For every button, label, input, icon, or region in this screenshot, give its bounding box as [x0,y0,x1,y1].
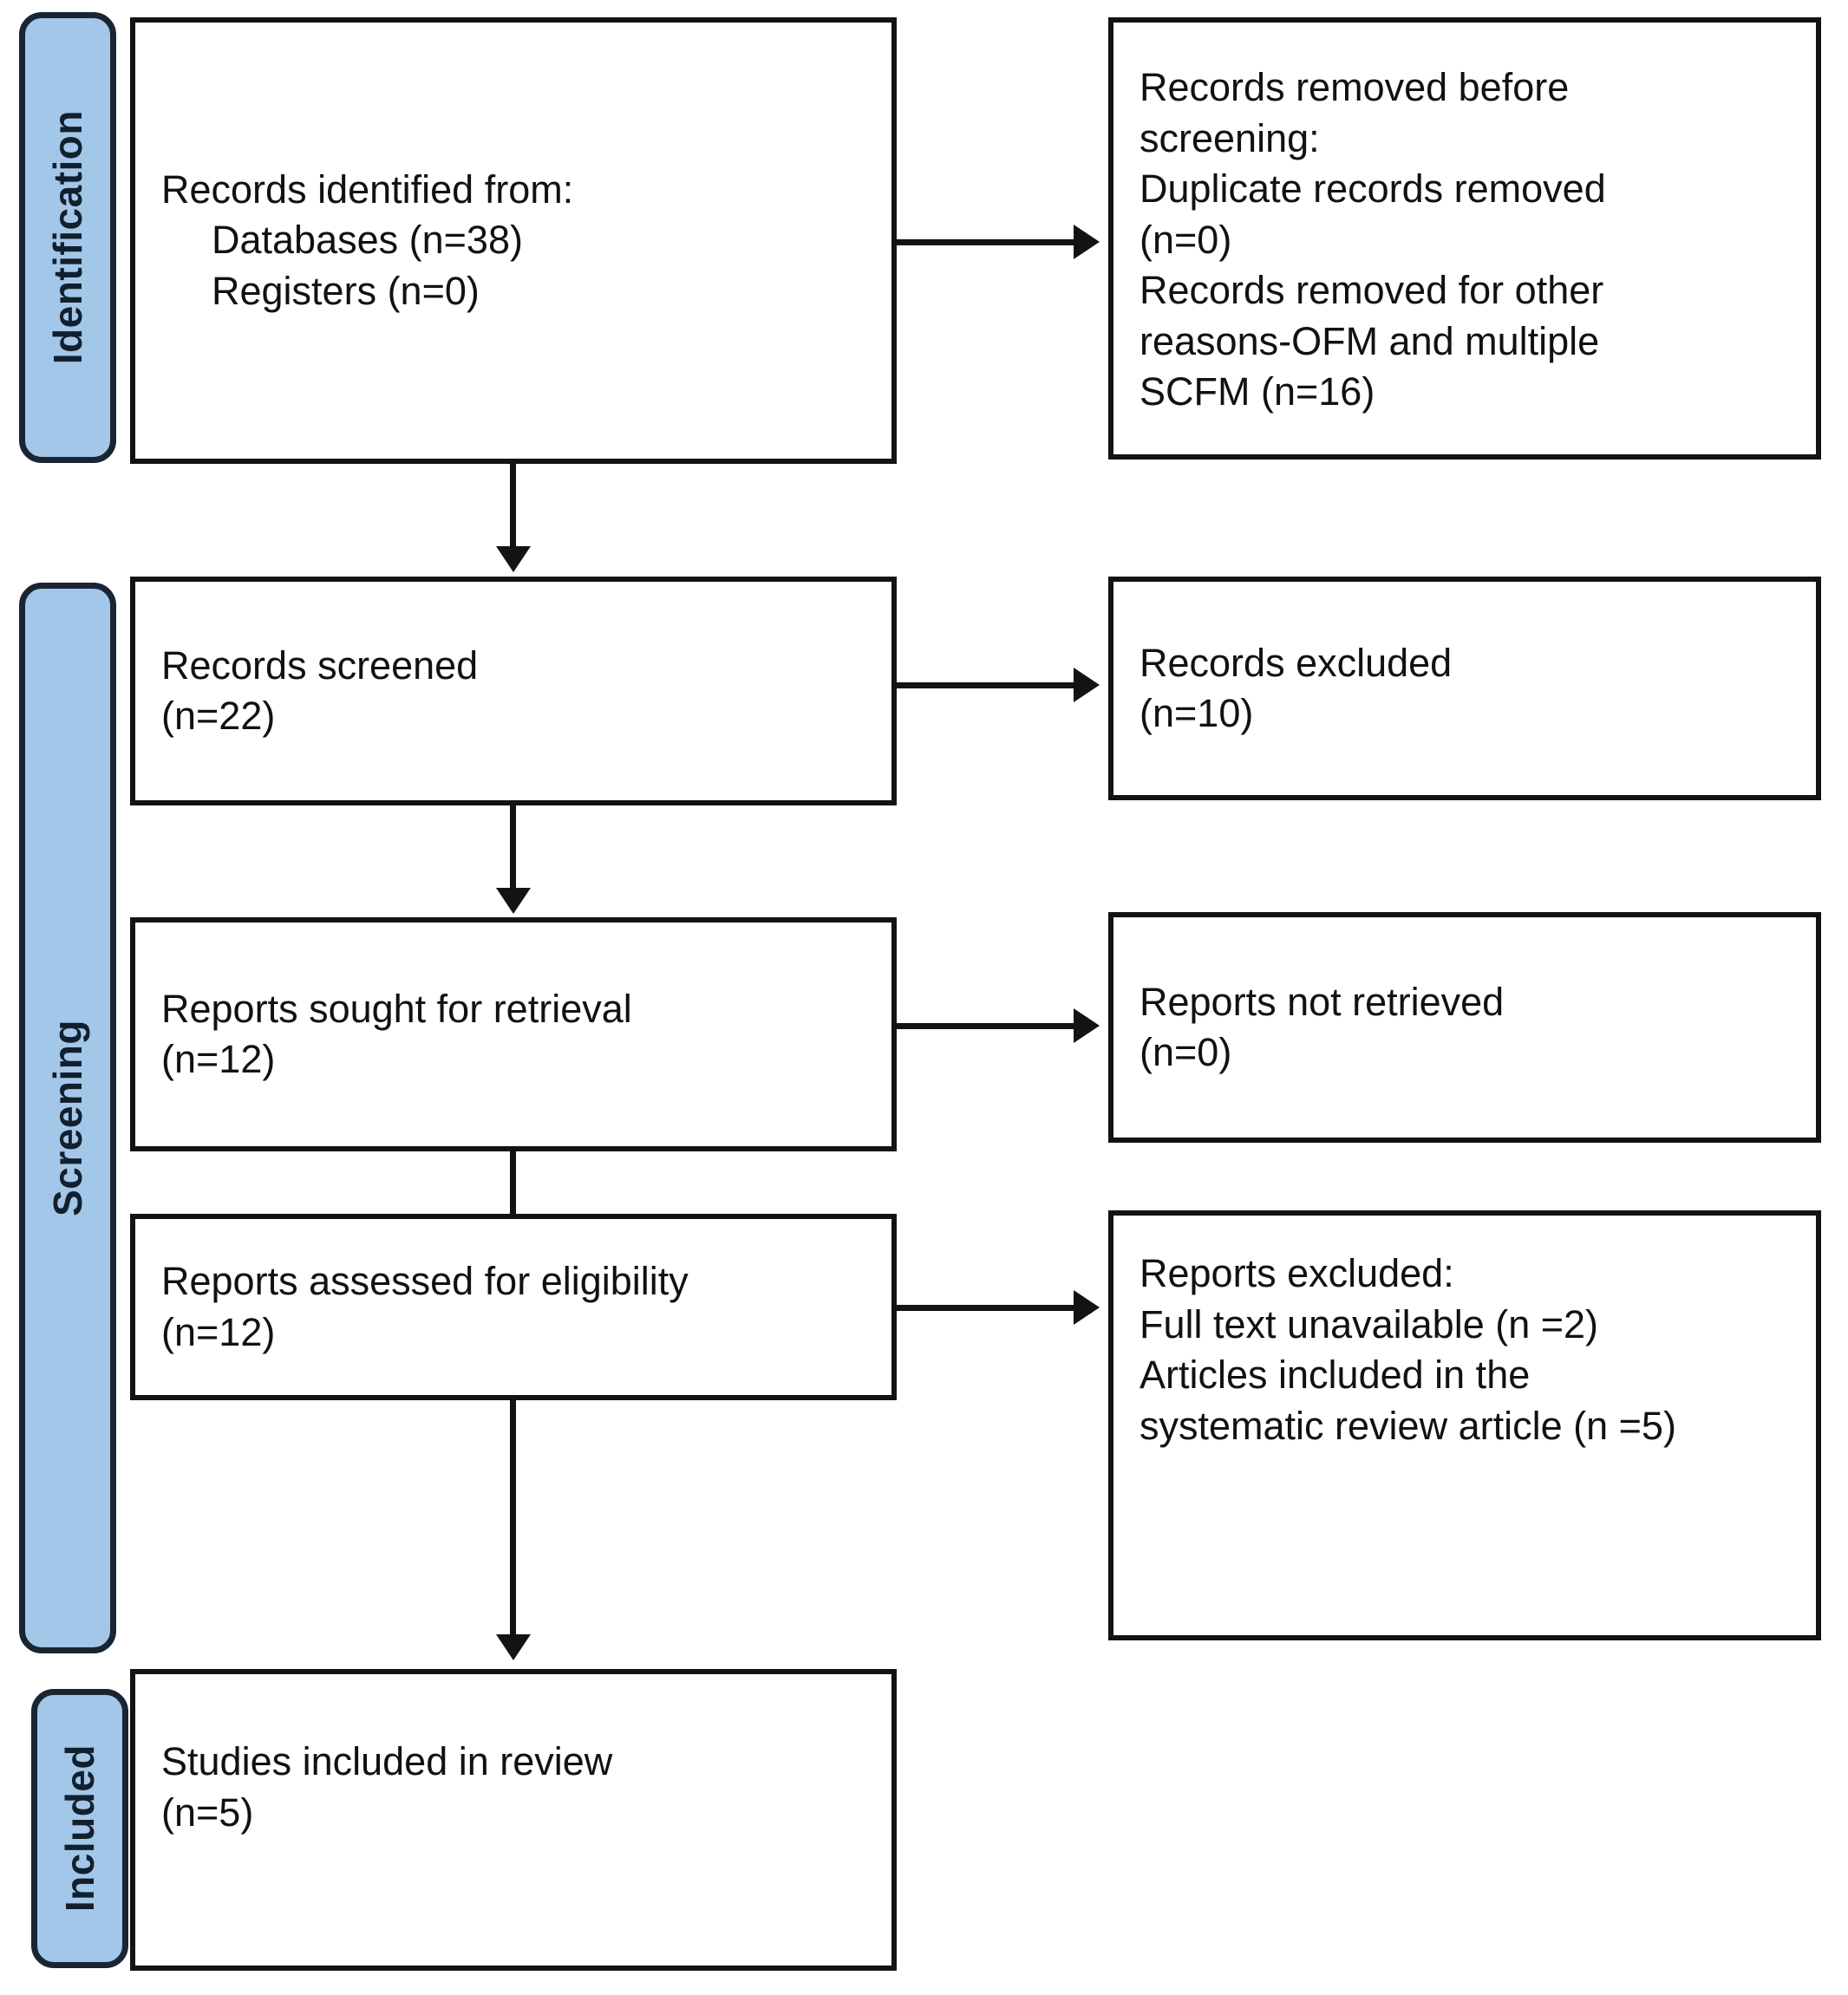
arrowhead-assessed-to-studies-included [496,1634,531,1660]
stage-band-identification: Identification [19,12,116,463]
records-excluded-line-2: (n=10) [1139,691,1254,735]
arrowhead-identified-to-removed [1074,225,1100,259]
reports-excluded-line-2: Full text unavailable (n =2) [1139,1301,1599,1346]
reports-not-retrieved-line-2: (n=0) [1139,1030,1232,1074]
reports-assessed-line-1: Reports assessed for eligibility [161,1259,689,1303]
box-reports-not-retrieved: Reports not retrieved (n=0) [1108,912,1821,1143]
arrowhead-sought-to-not-retrieved [1074,1008,1100,1043]
records-identified-line-1: Records identified from: [161,166,574,212]
stage-band-included-label: Included [57,1744,102,1913]
reports-excluded-line-1: Reports excluded: [1139,1251,1454,1295]
records-removed-line-7: SCFM (n=16) [1139,369,1375,414]
studies-included-line-2: (n=5) [161,1790,254,1835]
connector-screened-to-excluded [897,682,1074,688]
arrowhead-screened-to-excluded [1074,668,1100,702]
stage-band-screening-label: Screening [45,1020,90,1216]
box-studies-included-in-review: Studies included in review (n=5) [130,1669,897,1971]
box-records-excluded: Records excluded (n=10) [1108,577,1821,800]
box-reports-sought-for-retrieval: Reports sought for retrieval (n=12) [130,917,897,1151]
box-records-screened: Records screened (n=22) [130,577,897,805]
records-removed-line-3: Duplicate records removed [1139,166,1606,211]
connector-screened-to-sought [510,805,516,892]
records-excluded-line-1: Records excluded [1139,640,1453,685]
records-removed-line-1-emphasis: before [1458,65,1570,109]
stage-band-identification-label: Identification [45,110,90,365]
studies-included-line-1: Studies included in review [161,1739,613,1783]
records-removed-line-1-text: Records removed [1139,65,1459,109]
records-identified-line-3: Registers (n=0) [212,268,480,313]
reports-excluded-line-4: systematic review article (n =5) [1139,1403,1676,1448]
connector-identified-to-screened [510,464,516,551]
box-records-removed-before-screening: Records removed before screening: Duplic… [1108,17,1821,460]
reports-excluded-line-3: Articles included in the [1139,1353,1531,1397]
stage-band-included: Included [31,1689,128,1968]
records-removed-line-1: Records removed before [1139,62,1790,114]
connector-sought-to-not-retrieved [897,1023,1074,1029]
records-identified-line-2: Databases (n=38) [212,218,523,263]
reports-not-retrieved-line-1: Reports not retrieved [1139,979,1505,1024]
box-records-identified: Records identified from: Databases (n=38… [130,17,897,464]
connector-identified-to-removed [897,239,1074,245]
arrowhead-assessed-to-reports-excluded [1074,1290,1100,1325]
records-removed-line-4: (n=0) [1139,217,1232,262]
reports-sought-line-1: Reports sought for retrieval [161,986,632,1031]
records-removed-line-2: screening: [1139,114,1790,165]
reports-assessed-line-2: (n=12) [161,1309,276,1354]
connector-assessed-to-studies-included [510,1400,516,1639]
reports-sought-line-2: (n=12) [161,1037,276,1081]
records-screened-line-2: (n=22) [161,694,276,738]
stage-band-screening: Screening [19,583,116,1653]
arrowhead-screened-to-sought [496,888,531,914]
records-removed-line-5: Records removed for other [1139,268,1604,312]
records-screened-line-1: Records screened [161,642,479,688]
records-removed-line-2-emphasis: screening [1139,115,1309,160]
records-removed-line-2-colon: : [1309,115,1320,160]
records-removed-line-6: reasons-OFM and multiple [1139,318,1600,363]
connector-sought-to-assessed [510,1151,516,1238]
box-reports-excluded: Reports excluded: Full text unavailable … [1108,1210,1821,1640]
arrowhead-identified-to-screened [496,546,531,572]
box-reports-assessed-for-eligibility: Reports assessed for eligibility (n=12) [130,1214,897,1400]
connector-assessed-to-reports-excluded [897,1305,1074,1311]
